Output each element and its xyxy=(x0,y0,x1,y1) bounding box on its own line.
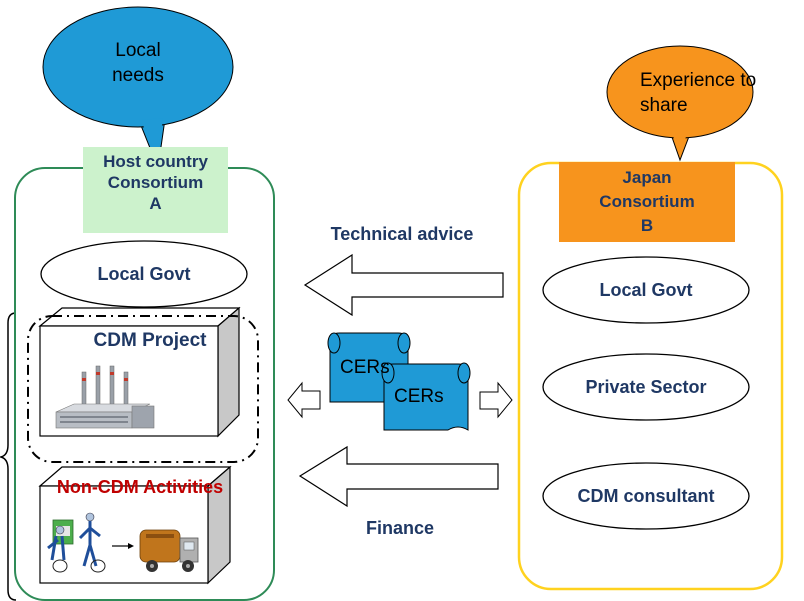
cers-left-arrow xyxy=(287,381,321,419)
experience-bubble xyxy=(606,45,754,162)
host-local-govt-ellipse xyxy=(40,240,248,308)
japan-local-govt-label: Local Govt xyxy=(599,280,693,300)
finance-arrow xyxy=(298,445,499,508)
factory-icon xyxy=(55,365,155,429)
finance-label: Finance xyxy=(365,518,435,538)
japan-private-sector-label: Private Sector xyxy=(585,377,707,397)
japan-local-govt-ellipse xyxy=(542,256,750,324)
japan-consortium-title: Japan Consortium B xyxy=(559,162,735,242)
left-brace xyxy=(0,312,17,601)
technical-advice-label: Technical advice xyxy=(330,224,474,244)
japan-cdm-consultant-ellipse xyxy=(542,462,750,530)
cdm-project-label: CDM Project xyxy=(93,330,207,351)
japan-cdm-consultant-label: CDM consultant xyxy=(577,486,715,506)
local-needs-line2: needs xyxy=(112,65,164,86)
cers-right-arrow xyxy=(479,381,513,419)
local-needs-line1: Local xyxy=(115,40,161,61)
host-consortium-title: Host country Consortium A xyxy=(83,147,228,233)
cers-scroll-2 xyxy=(381,362,471,431)
experience-line2: share xyxy=(640,95,688,116)
japan-private-sector-ellipse xyxy=(542,353,750,421)
cers-label-2: CERs xyxy=(394,386,444,407)
garbage-truck-icon xyxy=(139,529,199,572)
cers-label-1: CERs xyxy=(340,357,390,378)
host-local-govt-label: Local Govt xyxy=(97,264,191,284)
cdm-boundary xyxy=(27,315,259,463)
experience-line1: Experience to xyxy=(640,70,757,91)
non-cdm-label: Non-CDM Activities xyxy=(56,477,224,497)
technical-advice-arrow xyxy=(303,253,504,317)
waste-collection-icon xyxy=(47,512,134,573)
